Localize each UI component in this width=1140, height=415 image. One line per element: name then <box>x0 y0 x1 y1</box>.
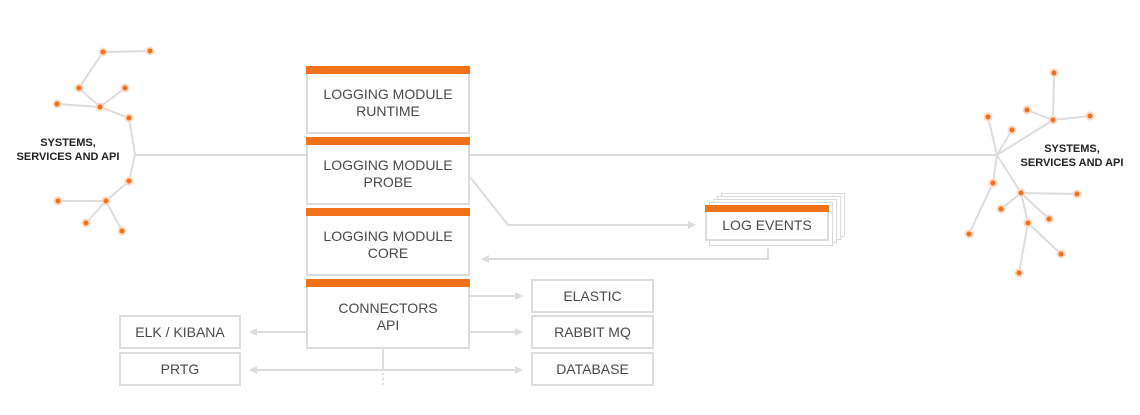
right-systems-label: SYSTEMS, SERVICES AND API <box>1012 142 1132 170</box>
log-events-stack: LOG EVENTS <box>705 193 845 253</box>
node-dot <box>1022 105 1032 115</box>
log-events-to-core-line <box>484 248 769 260</box>
log-events-box: LOG EVENTS <box>705 205 829 241</box>
node-dot <box>1072 189 1082 199</box>
module-runtime: LOGGING MODULE RUNTIME <box>306 66 470 134</box>
node-dot <box>145 46 155 56</box>
node-dot <box>98 47 108 57</box>
module-accent-bar <box>306 137 470 145</box>
target-prtg: PRTG <box>119 352 241 386</box>
module-core-line2: CORE <box>367 245 409 261</box>
target-elk-kibana: ELK / KIBANA <box>119 315 241 349</box>
probe-to-log-events-line <box>469 176 694 226</box>
node-dot <box>1056 249 1066 259</box>
node-dot <box>74 83 84 93</box>
module-connectors-line1: CONNECTORS <box>338 300 438 316</box>
module-accent-bar <box>306 208 470 216</box>
node-dot <box>124 176 134 186</box>
module-probe-line1: LOGGING MODULE <box>323 157 453 173</box>
node-dot <box>52 99 62 109</box>
left-systems-label-line1: SYSTEMS, <box>40 137 96 149</box>
target-prtg-label: PRTG <box>160 361 200 377</box>
right-systems-label-line1: SYSTEMS, <box>1044 143 1100 155</box>
node-dot <box>101 196 111 206</box>
node-dot <box>1016 188 1026 198</box>
node-dot <box>996 204 1006 214</box>
node-dot <box>81 218 91 228</box>
target-database-label: DATABASE <box>556 361 629 377</box>
left-systems-label: SYSTEMS, SERVICES AND API <box>8 136 128 164</box>
node-dot <box>120 83 130 93</box>
node-dot <box>1049 68 1059 78</box>
module-runtime-line1: LOGGING MODULE <box>323 86 453 102</box>
log-events-accent-bar <box>705 205 829 212</box>
node-dot <box>983 112 993 122</box>
target-elastic-label: ELASTIC <box>563 288 622 304</box>
arrowheads <box>249 221 696 374</box>
target-rabbitmq: RABBIT MQ <box>531 315 654 349</box>
left-network-tree <box>56 50 151 232</box>
node-dot <box>95 102 105 112</box>
right-network-tree <box>968 72 1091 274</box>
module-probe-line2: PROBE <box>363 174 413 190</box>
node-dot <box>1085 111 1095 121</box>
node-dot <box>1048 115 1058 125</box>
node-dot <box>988 178 998 188</box>
module-core: LOGGING MODULE CORE <box>306 208 470 276</box>
module-connectors-api: CONNECTORS API <box>306 279 470 349</box>
node-dot <box>1023 218 1033 228</box>
module-accent-bar <box>306 279 470 287</box>
node-dot <box>1044 214 1054 224</box>
left-systems-label-line2: SERVICES AND API <box>16 151 120 163</box>
target-database: DATABASE <box>531 352 654 386</box>
node-dot <box>1007 125 1017 135</box>
module-accent-bar <box>306 66 470 74</box>
module-core-line1: LOGGING MODULE <box>323 228 453 244</box>
node-dot <box>53 196 63 206</box>
node-dot <box>117 226 127 236</box>
module-connectors-line2: API <box>376 317 400 333</box>
log-events-label: LOG EVENTS <box>722 217 812 233</box>
module-probe: LOGGING MODULE PROBE <box>306 137 470 205</box>
node-dot <box>1014 268 1024 278</box>
node-dot <box>964 229 974 239</box>
module-runtime-line2: RUNTIME <box>356 103 420 119</box>
right-systems-label-line2: SERVICES AND API <box>1020 157 1124 169</box>
node-dot <box>124 113 134 123</box>
target-rabbitmq-label: RABBIT MQ <box>554 324 631 340</box>
target-elk-kibana-label: ELK / KIBANA <box>135 324 225 340</box>
target-elastic: ELASTIC <box>531 279 654 313</box>
